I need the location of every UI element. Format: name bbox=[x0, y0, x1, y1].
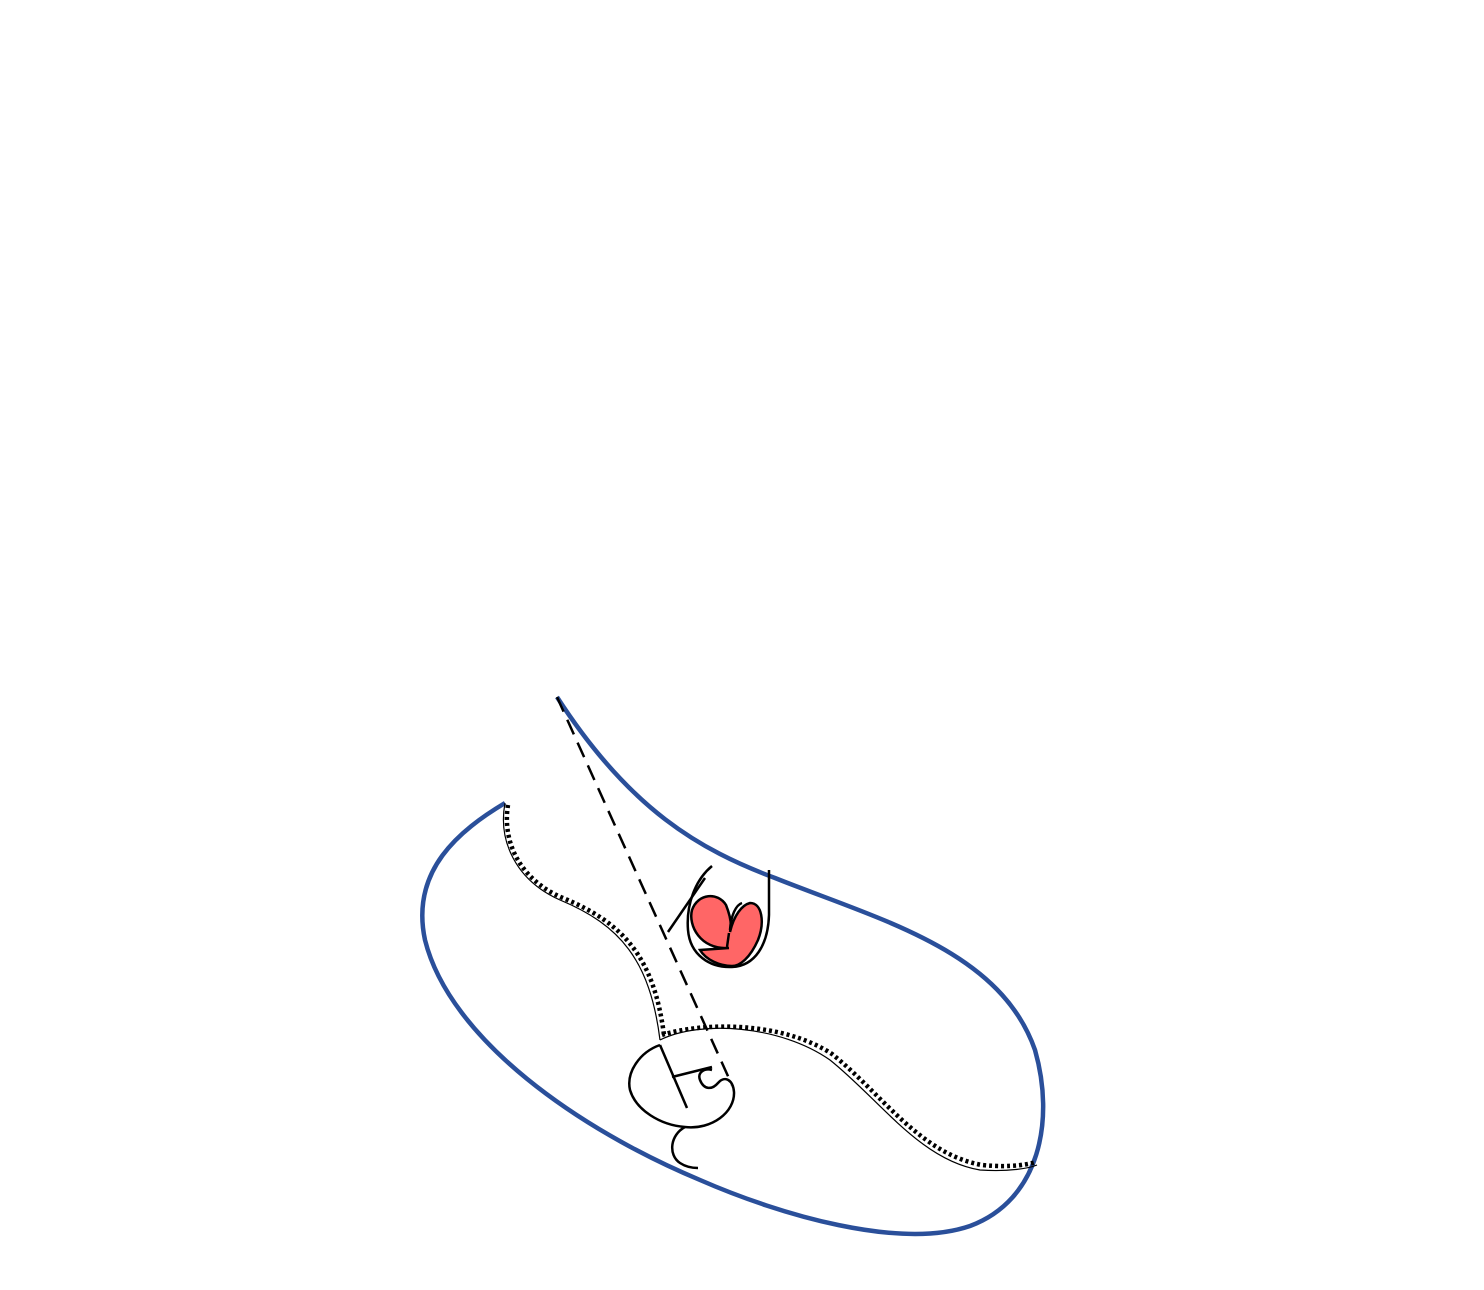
small-loop-stem bbox=[658, 1044, 713, 1109]
dotted-inner-boundary-left-thin bbox=[502, 802, 661, 1041]
dotted-inner-boundary-bottom-thin bbox=[659, 1027, 1038, 1172]
pocket-tail bbox=[666, 877, 707, 933]
small-loop-figure bbox=[628, 1043, 736, 1129]
dotted-inner-boundary-bottom bbox=[661, 1024, 1037, 1169]
dashed-diagonal-line bbox=[555, 696, 734, 1086]
small-loop-tail bbox=[671, 1125, 699, 1170]
dotted-inner-boundary-left bbox=[504, 804, 667, 1036]
outer-outline bbox=[420, 695, 1046, 1237]
red-lobe-divider bbox=[725, 901, 743, 948]
red-lobed-shape bbox=[690, 895, 763, 968]
